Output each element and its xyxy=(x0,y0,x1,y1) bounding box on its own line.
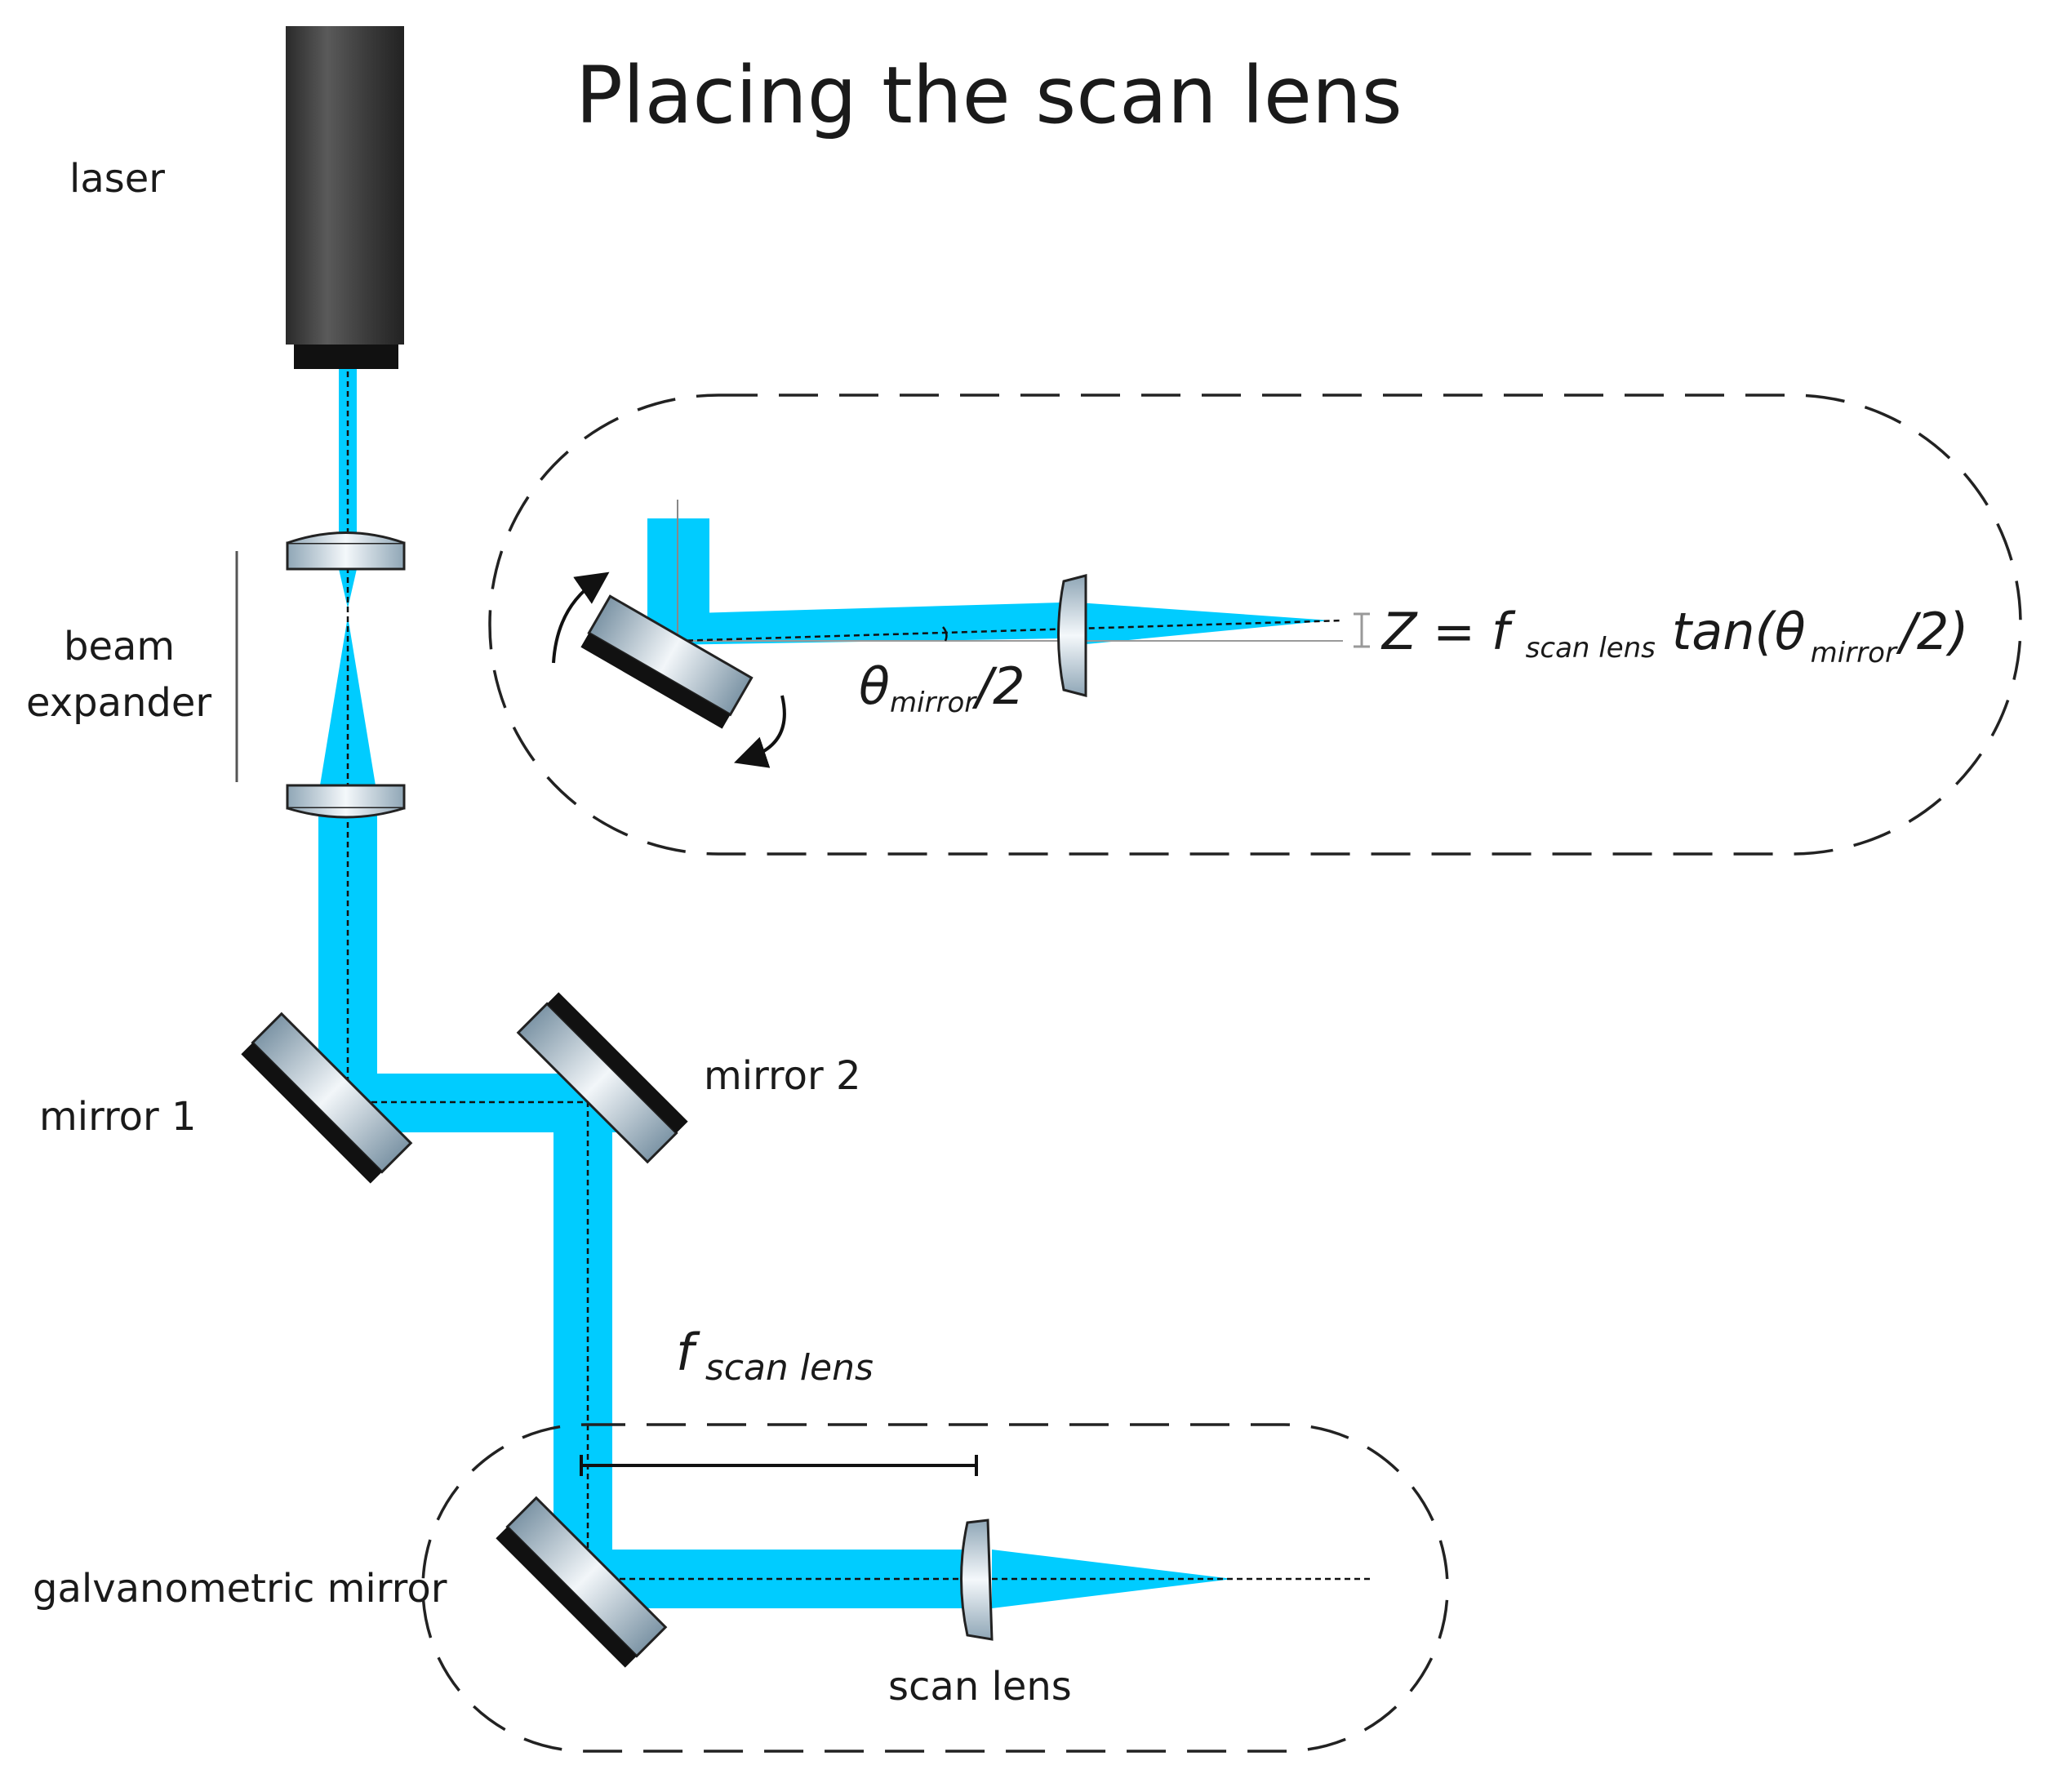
beam-expander-lens-2 xyxy=(286,784,406,819)
main-beam xyxy=(318,369,1371,1608)
mirror-1 xyxy=(241,1012,413,1184)
diagram-title: Placing the scan lens xyxy=(576,50,1403,141)
scan-lens-label: scan lens xyxy=(888,1664,1072,1710)
inset-scan-lens xyxy=(1057,574,1087,697)
z-displacement-marker xyxy=(1354,612,1370,648)
galvanometric-mirror xyxy=(496,1496,668,1668)
laser-label: laser xyxy=(69,156,165,202)
expander-label: expander xyxy=(26,680,211,726)
rotation-arrow-ccw xyxy=(552,571,610,664)
beam-label: beam xyxy=(64,624,175,669)
laser-housing xyxy=(286,26,404,369)
scan-lens xyxy=(960,1519,994,1641)
mirror-2 xyxy=(516,992,688,1164)
inset-detail-region xyxy=(488,394,2022,856)
beam-expander-lens-1 xyxy=(286,531,406,571)
mirror-1-label: mirror 1 xyxy=(39,1094,197,1140)
inset-galvo-mirror xyxy=(580,594,754,729)
rotation-arrow-cw xyxy=(734,695,786,768)
inset-beam xyxy=(647,500,1344,645)
mirror-2-label: mirror 2 xyxy=(704,1053,861,1099)
galvanometric-mirror-label: galvanometric mirror xyxy=(33,1566,447,1612)
mirror-angle-label: θmirror/2 xyxy=(859,656,1025,719)
